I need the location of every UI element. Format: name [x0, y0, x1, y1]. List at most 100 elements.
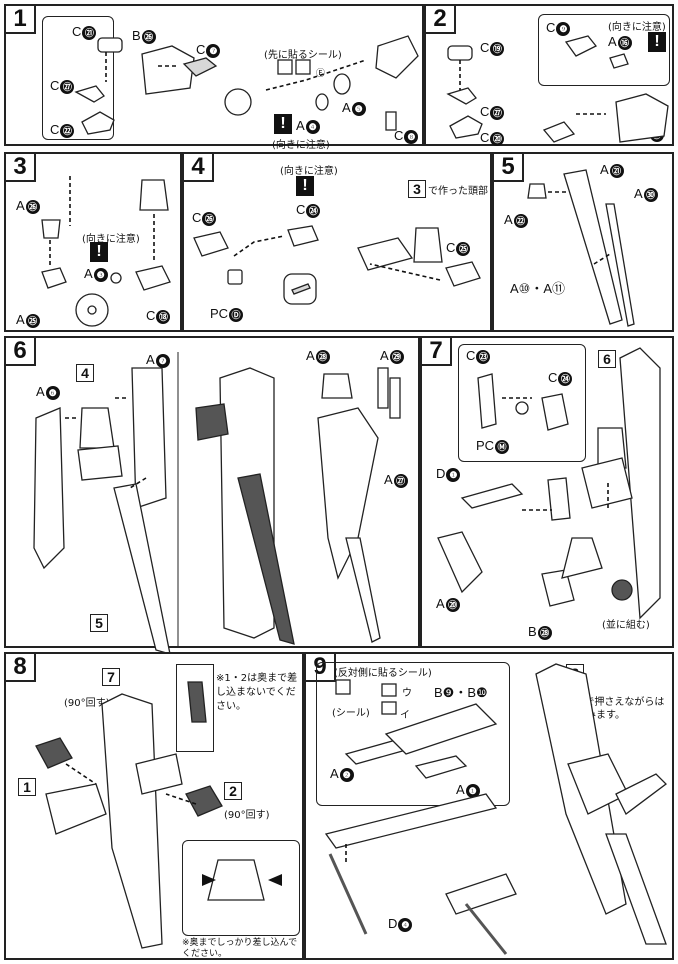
caution-icon: ! — [296, 176, 314, 196]
caution-icon: ! — [90, 242, 108, 262]
sticker-note: (先に貼るシール) — [264, 50, 342, 61]
step-8-detail-top — [176, 664, 214, 752]
turn-note-2: (90°回す) — [224, 810, 270, 821]
step-8-detail-bottom — [182, 840, 300, 936]
ref-step-3: 3 — [408, 180, 426, 198]
sticker-note: (反対側に貼るシール) — [334, 668, 432, 679]
step-6-number: 6 — [6, 338, 36, 366]
ref-step-7: 7 — [102, 668, 120, 686]
step-8-number: 8 — [6, 654, 36, 682]
label-b9-b10: B❾・B❿ — [434, 685, 488, 700]
step-1-illustration — [74, 35, 419, 135]
insert-note-2: ※奥までしっかり差し込んでください。 — [182, 938, 298, 959]
press-note: ※指で押さえながらはめ込みます。 — [566, 697, 665, 721]
caution-text: (向きに注意) — [280, 166, 338, 177]
step-5-number: 5 — [494, 154, 524, 182]
step-1-number: 1 — [6, 6, 36, 34]
assemble-note: (並に組む) — [602, 620, 650, 631]
mark-u: ウ — [402, 688, 412, 699]
insert-note-1: ※1・2は奥まで差し込まないでください。 — [216, 673, 298, 712]
sticker-mark: Ⓔ — [316, 68, 326, 78]
step-9-panel: 9 (反対側に貼るシール) (シール) ウ イ B❾・B❿ A❷ A❶ D❹ 8… — [304, 652, 674, 960]
caution-text: (向きに注意) — [272, 140, 330, 151]
step-8-panel: 8 7 (90°回す) 1 2 (90°回す) ※1・2は奥まで差し込まないでく… — [4, 652, 304, 960]
step-4-illustration — [193, 225, 481, 305]
seal-label: (シール) — [332, 708, 370, 719]
step-5-illustration — [527, 169, 635, 327]
step-4-number: 4 — [184, 154, 214, 182]
ref-step-4: 4 — [76, 364, 94, 382]
step-9-illustration — [324, 663, 667, 955]
step-6-illustration — [33, 352, 401, 655]
step-2-number: 2 — [426, 6, 456, 34]
caution-icon: ! — [648, 32, 666, 52]
caution-icon: ! — [274, 114, 292, 134]
step-7-number: 7 — [422, 338, 452, 366]
step-7-subbox — [458, 344, 586, 462]
step-2-panel: 2 C⑲ C㉗ C⑳ C❾ (向きに注意) A⑯ ! B㉗ — [424, 4, 674, 146]
ref-step-6: 6 — [598, 350, 616, 368]
step-7-illustration — [437, 347, 661, 620]
step-3-number: 3 — [6, 154, 36, 182]
step-8-illustration — [35, 681, 282, 949]
label-a10-11: A⑩・A⑪ — [510, 281, 565, 296]
step-3-illustration — [41, 176, 171, 327]
step-2-subbox — [538, 14, 670, 86]
step-9-subbox — [316, 662, 510, 806]
made-in-note: で作った頭部 — [428, 186, 488, 197]
caution-text: (向きに注意) — [82, 234, 140, 245]
ref-step-5: 5 — [90, 614, 108, 632]
ref-step-1: 1 — [18, 778, 36, 796]
step-2-illustration — [446, 35, 669, 143]
mark-i: イ — [400, 710, 410, 721]
ref-step-2: 2 — [224, 782, 242, 800]
turn-note-1: (90°回す) — [64, 698, 110, 709]
caution-text: (向きに注意) — [608, 22, 666, 33]
step-1-subbox — [42, 16, 114, 140]
